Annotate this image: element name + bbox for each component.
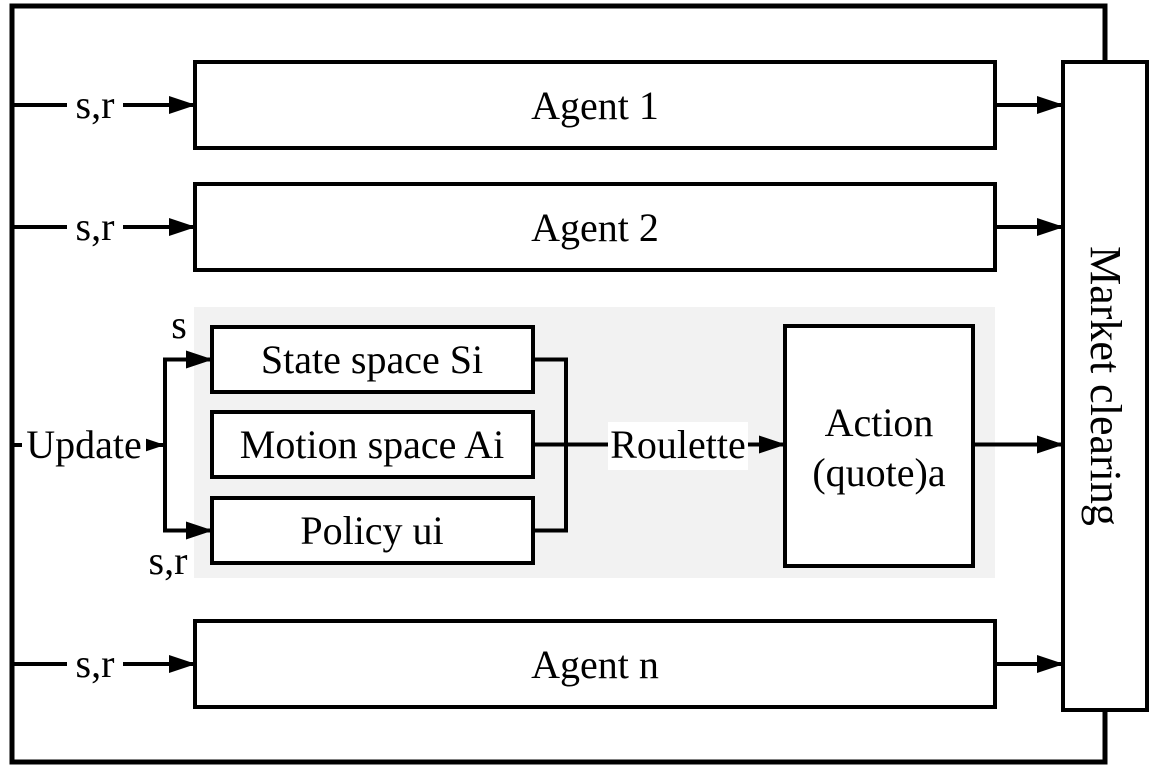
policy-box [210, 496, 535, 565]
policy-input-label: s,r [149, 538, 188, 583]
action-label-line2: (quote)a [812, 450, 946, 495]
agent-1-label: Agent 1 [531, 83, 659, 128]
motion-space-label: Motion space Ai [240, 422, 504, 467]
roulette-label-bg [608, 422, 748, 470]
policy-label: Policy ui [300, 508, 443, 553]
agent-1-input-label: s,r [76, 82, 115, 127]
agent-n-row: s,r Agent n [12, 619, 1064, 709]
agent-n-input-label-bg [67, 643, 123, 685]
agent-n-box [193, 619, 997, 709]
action-label-line1: Action [825, 400, 934, 445]
roulette-label: Roulette [610, 422, 746, 467]
agent-2-input-label: s,r [76, 204, 115, 249]
agent-1-row: s,r Agent 1 [12, 60, 1064, 150]
state-input-label: s [171, 302, 187, 347]
agent-1-box [193, 60, 997, 150]
market-clearing-box [1061, 60, 1149, 712]
market-clearing-label: Market clearing [1081, 246, 1130, 526]
action-box [783, 324, 975, 568]
market-clearing-group: Market clearing [1061, 60, 1149, 712]
action-group: Action (quote)a [783, 324, 1064, 568]
motion-space-box [210, 410, 535, 479]
motion-space-group: Motion space Ai [210, 410, 535, 479]
agent-2-input-label-bg [67, 206, 123, 248]
agent-1-input-label-bg [67, 84, 123, 126]
state-space-label: State space Si [261, 337, 483, 382]
update-label-bg [22, 424, 146, 466]
agent-2-label: Agent 2 [531, 205, 659, 250]
update-label: Update [26, 422, 142, 467]
roulette-connector-group: Roulette [533, 357, 786, 533]
agent-2-row: s,r Agent 2 [12, 182, 1064, 272]
agent-n-input-label: s,r [76, 641, 115, 686]
state-space-group: State space Si [210, 325, 535, 394]
update-connector-group: Update s s,r [12, 302, 213, 583]
policy-group: Policy ui [210, 496, 535, 565]
agent-2-box [193, 182, 997, 272]
agent-n-label: Agent n [531, 642, 659, 687]
